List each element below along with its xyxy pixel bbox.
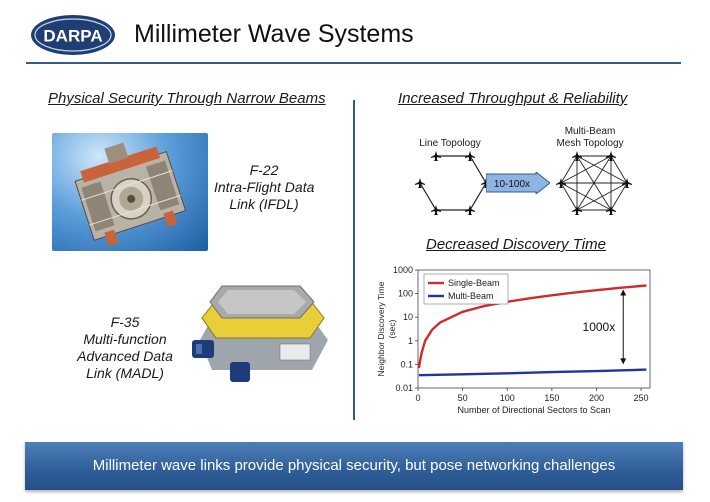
darpa-logo: DARPA	[31, 15, 115, 55]
x-tick-label: 50	[458, 393, 468, 403]
annotation-label: 1000x	[583, 320, 616, 334]
f35-caption-line: Multi-function	[83, 331, 167, 347]
y-tick-label: 10	[403, 312, 413, 322]
summary-banner: Millimeter wave links provide physical s…	[25, 442, 683, 490]
f22-caption-line: Intra-Flight Data	[214, 179, 315, 195]
line-topology-diagram	[415, 151, 491, 215]
aircraft-icon	[572, 205, 582, 215]
right-section-heading: Increased Throughput & Reliability	[398, 90, 628, 107]
improvement-arrow: 10-100x	[486, 172, 550, 194]
column-divider	[353, 100, 355, 420]
y-tick-label: 1000	[393, 265, 413, 275]
aircraft-icon	[622, 178, 632, 188]
arrow-label: 10-100x	[494, 179, 530, 190]
left-section-heading: Physical Security Through Narrow Beams	[48, 90, 326, 107]
mesh-topology-label-line: Multi-Beam	[564, 126, 616, 137]
aircraft-icon	[572, 151, 582, 161]
legend-label: Multi-Beam	[448, 291, 494, 301]
f22-caption: F-22 Intra-Flight Data Link (IFDL)	[214, 162, 314, 213]
y-tick-label: 1	[408, 336, 413, 346]
legend-label: Single-Beam	[448, 278, 500, 288]
f22-ifdl-hardware-image	[52, 133, 208, 251]
y-axis-label-unit: (sec)	[387, 319, 397, 338]
x-tick-label: 150	[544, 393, 559, 403]
x-tick-label: 250	[634, 393, 649, 403]
mesh-topology-diagram	[556, 151, 632, 215]
f35-caption: F-35 Multi-function Advanced Data Link (…	[70, 314, 180, 382]
f35-madl-hardware-image	[192, 278, 340, 388]
annotation-arrow-head-down	[620, 358, 627, 365]
x-tick-label: 100	[500, 393, 515, 403]
banner-text: Millimeter wave links provide physical s…	[92, 457, 616, 474]
x-axis-label: Number of Directional Sectors to Scan	[457, 405, 610, 415]
f22-caption-line: F-22	[249, 162, 279, 178]
f35-caption-line: Advanced Data	[77, 348, 173, 364]
y-tick-label: 0.01	[395, 383, 413, 393]
series-line-single-beam	[417, 284, 647, 369]
f35-caption-line: F-35	[110, 314, 140, 330]
discovery-heading: Decreased Discovery Time	[426, 236, 606, 253]
mesh-topology-label-line: Mesh Topology	[556, 138, 624, 149]
y-tick-label: 0.1	[400, 359, 413, 369]
y-axis-label: Neighbor Discovery Time	[376, 281, 386, 376]
line-topology-label: Line Topology	[419, 138, 481, 149]
logo-text: DARPA	[43, 27, 102, 46]
mesh-topology-label: Multi-Beam Mesh Topology	[548, 126, 632, 150]
legend-box	[423, 273, 509, 305]
f35-caption-line: Link (MADL)	[86, 365, 164, 381]
y-tick-label: 100	[398, 289, 413, 299]
aircraft-icon	[431, 151, 441, 161]
aircraft-icon	[431, 205, 441, 215]
aircraft-icon	[606, 205, 616, 215]
aircraft-icon	[465, 151, 475, 161]
annotation-arrow-head-up	[620, 289, 627, 296]
page-title: Millimeter Wave Systems	[134, 20, 414, 48]
x-tick-label: 200	[589, 393, 604, 403]
aircraft-icon	[556, 178, 566, 188]
header-divider	[26, 62, 681, 64]
aircraft-icon	[606, 151, 616, 161]
series-line-multi-beam	[418, 368, 647, 377]
aircraft-icon	[415, 178, 425, 188]
f22-caption-line: Link (IFDL)	[229, 196, 299, 212]
aircraft-icon	[465, 205, 475, 215]
x-tick-label: 0	[415, 393, 420, 403]
